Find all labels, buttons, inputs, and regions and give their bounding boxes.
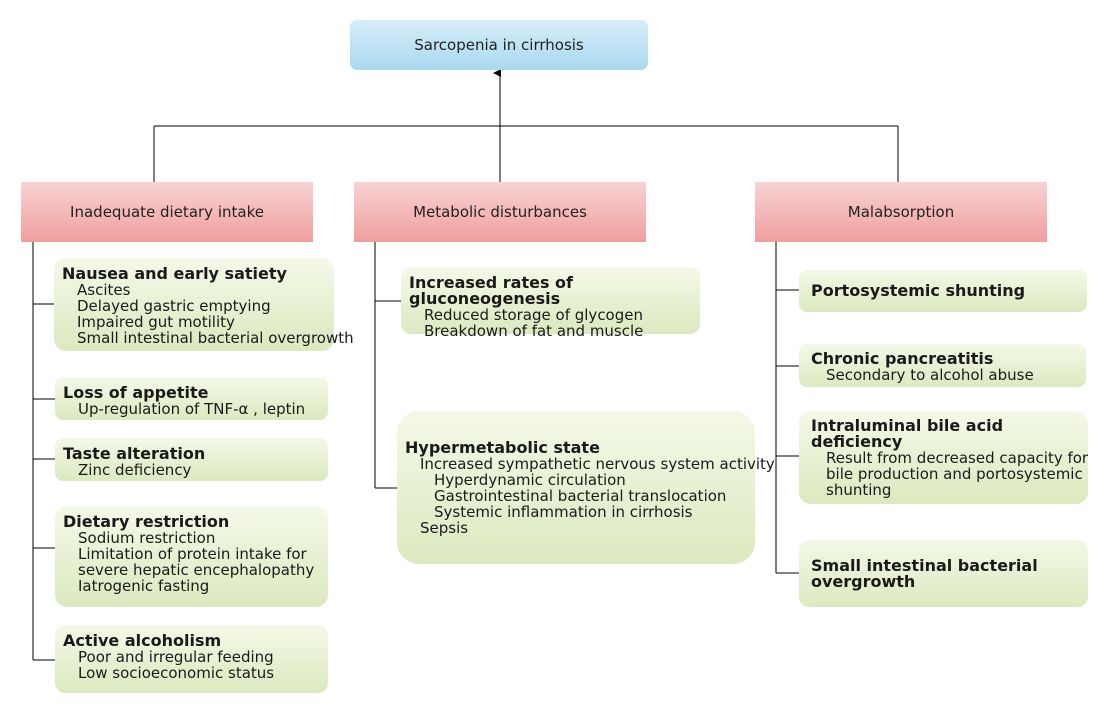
node-taste-alteration: Taste alteration Zinc deficiency	[55, 438, 328, 481]
node-title: overgrowth	[811, 571, 916, 591]
root-node: Sarcopenia in cirrhosis	[350, 20, 648, 70]
node-line: Delayed gastric emptying	[77, 297, 271, 315]
node-loss-of-appetite: Loss of appetite Up-regulation of TNF-α …	[55, 377, 328, 420]
node-line: Hyperdynamic circulation	[434, 470, 626, 489]
node-line: severe hepatic encephalopathy	[78, 561, 315, 579]
node-title: Intraluminal bile acid deficiency	[811, 415, 1004, 451]
category-label: Inadequate dietary intake	[70, 203, 264, 221]
category-dietary-intake: Inadequate dietary intake	[21, 182, 313, 242]
node-title: Loss of appetite	[63, 383, 209, 402]
root-label: Sarcopenia in cirrhosis	[414, 36, 584, 54]
node-title: Nausea and early satiety	[62, 264, 287, 283]
node-gluconeogenesis: Increased rates of gluconeogenesis Reduc…	[401, 267, 700, 339]
node-hypermetabolic-state: Hypermetabolic state Increased sympathet…	[397, 411, 775, 564]
category-label: Metabolic disturbances	[413, 203, 587, 221]
node-line: bile production and portosystemic	[826, 464, 1083, 483]
node-line: Gastrointestinal bacterial translocation	[434, 486, 727, 505]
node-line: Zinc deficiency	[78, 461, 192, 479]
node-line: Breakdown of fat and muscle	[424, 322, 644, 340]
node-small-intestinal-bacterial-overgrowth: Small intestinal bacterial overgrowth	[799, 540, 1088, 607]
node-line: Secondary to alcohol abuse	[826, 366, 1034, 384]
node-line: Sodium restriction	[78, 529, 216, 547]
node-bile-acid-deficiency: Intraluminal bile acid deficiency Result…	[799, 411, 1088, 504]
node-line: Ascites	[77, 281, 131, 299]
node-line: Systemic inflammation in cirrhosis	[434, 502, 693, 521]
node-line: shunting	[826, 480, 892, 499]
node-line: Impaired gut motility	[77, 313, 235, 331]
node-active-alcoholism: Active alcoholism Poor and irregular fee…	[55, 625, 328, 693]
node-line: Reduced storage of glycogen	[424, 306, 643, 324]
node-title: Increased rates of gluconeogenesis	[409, 273, 573, 308]
node-line: Up-regulation of TNF-α , leptin	[78, 400, 306, 418]
node-title: Portosystemic shunting	[811, 281, 1026, 300]
node-line: Increased sympathetic nervous system act…	[420, 454, 775, 473]
node-title: Active alcoholism	[63, 631, 222, 650]
node-line: Iatrogenic fasting	[78, 577, 210, 595]
node-title: Taste alteration	[63, 444, 206, 463]
node-chronic-pancreatitis: Chronic pancreatitis Secondary to alcoho…	[799, 344, 1086, 387]
node-title: Dietary restriction	[63, 512, 230, 531]
node-line: Result from decreased capacity for	[826, 448, 1089, 467]
node-nausea: Nausea and early satiety Ascites Delayed…	[54, 258, 354, 351]
node-portosystemic-shunting: Portosystemic shunting	[799, 270, 1087, 312]
node-title: Chronic pancreatitis	[811, 349, 994, 368]
category-malabsorption: Malabsorption	[755, 182, 1047, 242]
node-dietary-restriction: Dietary restriction Sodium restriction L…	[55, 506, 328, 607]
node-title: Hypermetabolic state	[405, 437, 600, 457]
category-metabolic-disturbances: Metabolic disturbances	[354, 182, 646, 242]
node-line: Limitation of protein intake for	[78, 545, 307, 563]
node-title: Small intestinal bacterial	[811, 555, 1038, 575]
node-line: Poor and irregular feeding	[78, 648, 274, 666]
node-line: Small intestinal bacterial overgrowth	[77, 329, 354, 347]
node-line: Sepsis	[420, 518, 469, 537]
category-label: Malabsorption	[847, 203, 955, 221]
node-line: Low socioeconomic status	[78, 664, 275, 682]
